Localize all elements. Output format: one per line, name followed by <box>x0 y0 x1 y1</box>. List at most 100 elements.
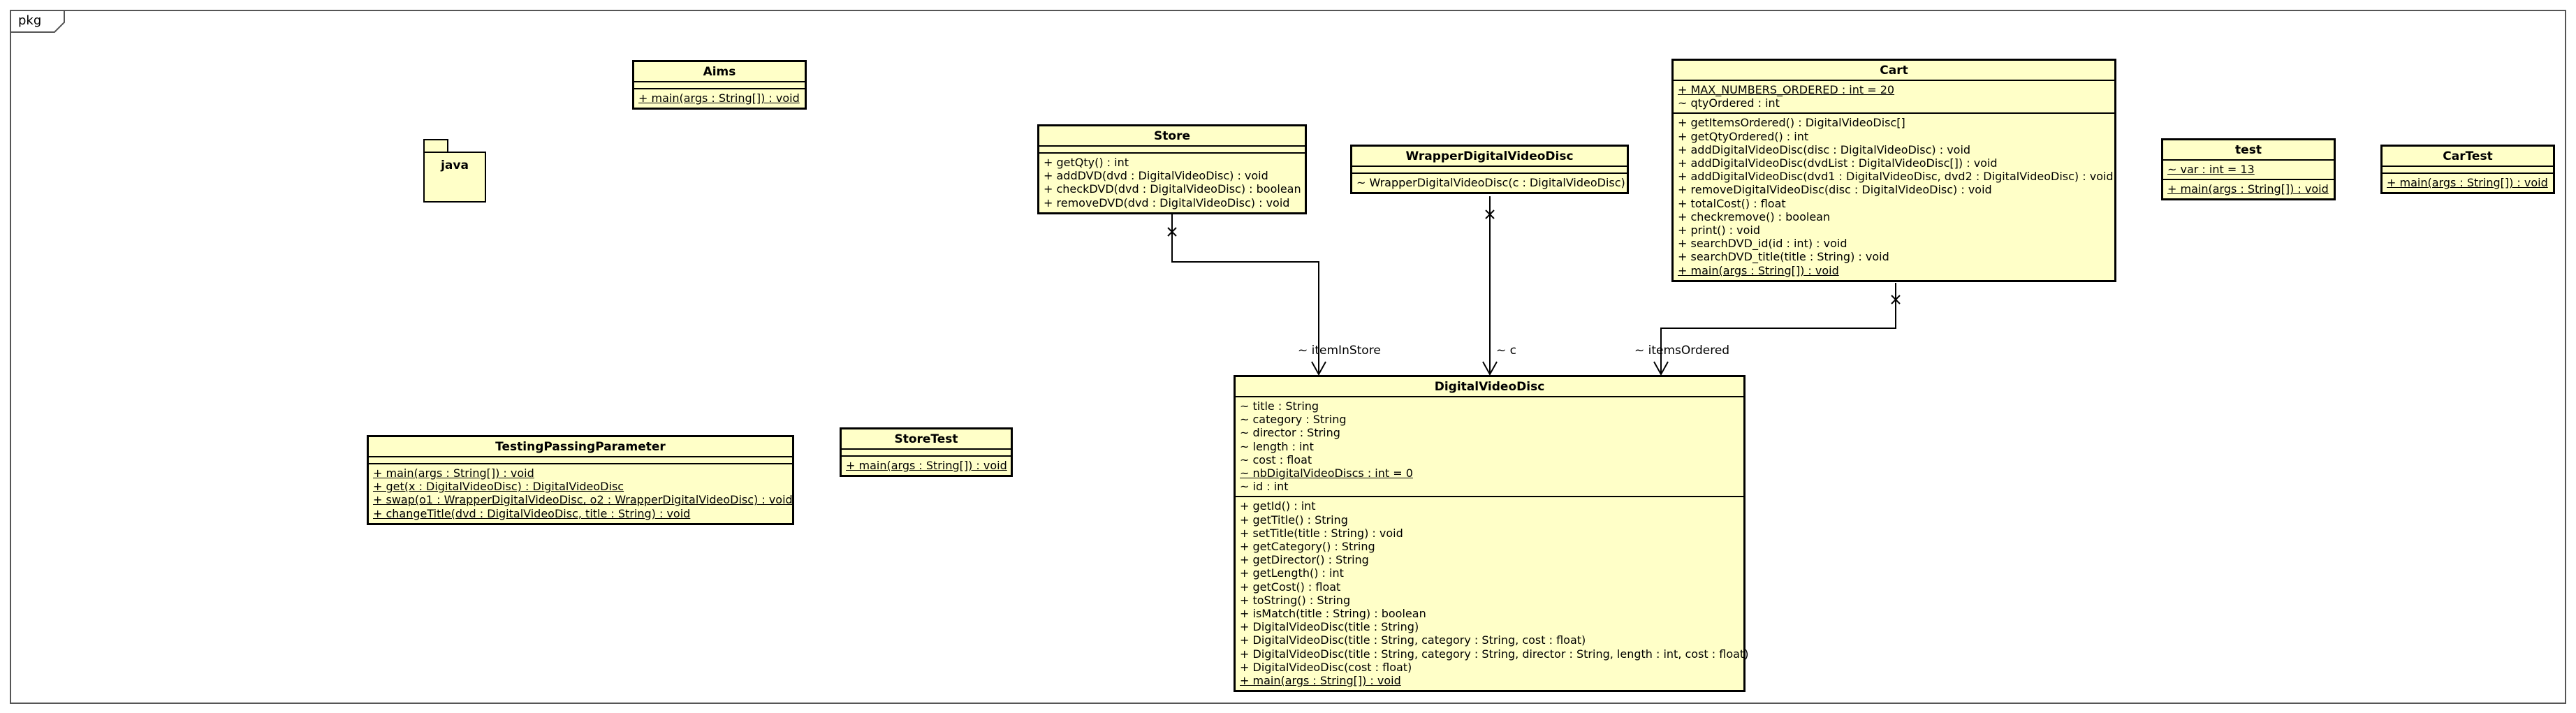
operation-row[interactable]: + main(args : String[]) : void <box>2387 176 2548 189</box>
operation-row[interactable]: + main(args : String[]) : void <box>373 466 534 480</box>
operations-compartment: + main(args : String[]) : void <box>842 457 1011 475</box>
operation-row[interactable]: + print() : void <box>1678 223 1760 237</box>
operation-row[interactable]: + DigitalVideoDisc(title : String, categ… <box>1240 633 1586 647</box>
class-store[interactable]: Store + getQty() : int+ addDVD(dvd : Digi… <box>1037 124 1307 214</box>
operation-row[interactable]: + main(args : String[]) : void <box>1678 263 1839 277</box>
class-name: Aims <box>634 62 805 82</box>
class-name: test <box>2163 140 2334 161</box>
operation-row[interactable]: + checkDVD(dvd : DigitalVideoDisc) : boo… <box>1044 182 1301 196</box>
operations-compartment: + getItemsOrdered() : DigitalVideoDisc[]… <box>1674 114 2114 279</box>
attributes-compartment <box>1039 147 1305 154</box>
cart-nonnav-x <box>1891 295 1901 304</box>
class-name: TestingPassingParameter <box>369 437 792 457</box>
package-java-label: java <box>441 159 469 172</box>
operations-compartment: + main(args : String[]) : void <box>2163 180 2334 198</box>
operation-row[interactable]: + main(args : String[]) : void <box>638 91 800 105</box>
operation-row[interactable]: + getItemsOrdered() : DigitalVideoDisc[] <box>1678 116 1905 130</box>
operation-row[interactable]: + addDigitalVideoDisc(dvd1 : DigitalVide… <box>1678 170 2114 184</box>
operations-compartment: + main(args : String[]) : void <box>2383 174 2553 192</box>
operation-row[interactable]: + checkremove() : boolean <box>1678 210 1831 223</box>
frame-tab-shape <box>10 10 65 33</box>
operation-row[interactable]: + get(x : DigitalVideoDisc) : DigitalVid… <box>373 480 624 494</box>
operation-row[interactable]: + removeDigitalVideoDisc(disc : DigitalV… <box>1678 183 1992 197</box>
class-cart[interactable]: Cart+ MAX_NUMBERS_ORDERED : int = 20~ qt… <box>1671 59 2116 282</box>
class-test[interactable]: test ~ var : int = 13 + main(args : String… <box>2161 138 2336 201</box>
assoc-store-dvd-line <box>1171 214 1319 374</box>
attribute-row[interactable]: ~ qtyOrdered : int <box>1678 96 1780 110</box>
operation-row[interactable]: + getLength() : int <box>1240 566 1344 580</box>
operation-row[interactable]: + getTitle() : String <box>1240 513 1348 527</box>
package-tab <box>423 139 448 153</box>
role-c: ~ c <box>1496 344 1516 358</box>
operation-row[interactable]: + getQty() : int <box>1044 156 1129 169</box>
operation-row[interactable]: + addDigitalVideoDisc(disc : DigitalVide… <box>1678 142 1971 156</box>
assoc-cart-dvd-line <box>1660 283 1896 374</box>
class-testing-passing-parameter[interactable]: TestingPassingParameter + main(args : Str… <box>367 435 794 525</box>
attribute-row[interactable]: ~ length : int <box>1240 439 1314 453</box>
operation-row[interactable]: + getQtyOrdered() : int <box>1678 129 1809 143</box>
class-wrapper-digital-video-disc[interactable]: WrapperDigitalVideoDisc ~ WrapperDigitalV… <box>1350 145 1629 195</box>
operation-row[interactable]: + changeTitle(dvd : DigitalVideoDisc, ti… <box>373 506 691 520</box>
attributes-compartment: + MAX_NUMBERS_ORDERED : int = 20~ qtyOrd… <box>1674 81 2114 115</box>
attributes-compartment <box>1352 167 1627 174</box>
operations-compartment: + getQty() : int+ addDVD(dvd : DigitalVi… <box>1039 154 1305 212</box>
class-car-test[interactable]: CarTest + main(args : String[]) : void <box>2380 145 2555 195</box>
attribute-row[interactable]: ~ cost : float <box>1240 453 1312 466</box>
operation-row[interactable]: + addDigitalVideoDisc(dvdList : DigitalV… <box>1678 156 1998 170</box>
operation-row[interactable]: ~ WrapperDigitalVideoDisc(c : DigitalVid… <box>1356 176 1625 189</box>
operation-row[interactable]: + DigitalVideoDisc(cost : float) <box>1240 660 1412 674</box>
operation-row[interactable]: + searchDVD_title(title : String) : void <box>1678 250 1889 264</box>
attribute-row[interactable]: ~ title : String <box>1240 399 1319 413</box>
operations-compartment: + getId() : int+ getTitle() : String+ se… <box>1236 497 1749 690</box>
attributes-compartment: ~ title : String~ category : String~ dir… <box>1236 397 1743 498</box>
attributes-compartment <box>634 82 805 89</box>
operation-row[interactable]: + totalCost() : float <box>1678 196 1786 210</box>
operation-row[interactable]: + swap(o1 : WrapperDigitalVideoDisc, o2 … <box>373 493 793 507</box>
operation-row[interactable]: + getCost() : float <box>1240 580 1341 594</box>
operation-row[interactable]: + getDirector() : String <box>1240 553 1369 567</box>
operation-row[interactable]: + toString() : String <box>1240 593 1351 607</box>
operations-compartment: ~ WrapperDigitalVideoDisc(c : DigitalVid… <box>1352 174 1627 192</box>
attribute-row[interactable]: ~ nbDigitalVideoDiscs : int = 0 <box>1240 466 1413 480</box>
role-item-in-store: ~ itemInStore <box>1298 344 1381 358</box>
attributes-compartment <box>2383 167 2553 174</box>
operation-row[interactable]: + main(args : String[]) : void <box>1240 674 1401 688</box>
attributes-compartment: ~ var : int = 13 <box>2163 161 2334 181</box>
class-name: WrapperDigitalVideoDisc <box>1352 147 1627 167</box>
attribute-row[interactable]: + MAX_NUMBERS_ORDERED : int = 20 <box>1678 83 1895 96</box>
operation-row[interactable]: + main(args : String[]) : void <box>846 459 1007 472</box>
operation-row[interactable]: + getCategory() : String <box>1240 540 1375 554</box>
assoc-wrapper-dvd-arrow <box>1482 361 1498 376</box>
operation-row[interactable]: + searchDVD_id(id : int) : void <box>1678 237 1847 251</box>
class-digital-video-disc[interactable]: DigitalVideoDisc~ title : String~ catego… <box>1234 375 1749 693</box>
attribute-row[interactable]: ~ var : int = 13 <box>2167 163 2255 176</box>
store-nonnav-x <box>1167 227 1177 237</box>
operation-row[interactable]: + addDVD(dvd : DigitalVideoDisc) : void <box>1044 169 1268 183</box>
class-aims[interactable]: Aims + main(args : String[]) : void <box>632 60 807 110</box>
assoc-cart-dvd-arrow <box>1653 361 1669 376</box>
assoc-store-dvd-arrow <box>1311 361 1326 376</box>
role-items-ordered: ~ itemsOrdered <box>1634 344 1730 358</box>
operation-row[interactable]: + main(args : String[]) : void <box>2167 182 2329 196</box>
operation-row[interactable]: + DigitalVideoDisc(title : String, categ… <box>1240 647 1749 661</box>
class-name: Cart <box>1674 61 2114 81</box>
frame-label: pkg <box>18 13 42 28</box>
package-frame <box>10 10 2566 704</box>
class-name: Store <box>1039 126 1305 147</box>
wrapper-nonnav-x <box>1485 210 1495 219</box>
operation-row[interactable]: + setTitle(title : String) : void <box>1240 526 1403 540</box>
operation-row[interactable]: + getId() : int <box>1240 499 1316 513</box>
attribute-row[interactable]: ~ director : String <box>1240 426 1340 440</box>
attribute-row[interactable]: ~ id : int <box>1240 480 1289 494</box>
class-name: StoreTest <box>842 429 1011 450</box>
class-store-test[interactable]: StoreTest + main(args : String[]) : void <box>840 427 1013 478</box>
operation-row[interactable]: + isMatch(title : String) : boolean <box>1240 607 1426 621</box>
operation-row[interactable]: + DigitalVideoDisc(title : String) <box>1240 620 1419 634</box>
operations-compartment: + main(args : String[]) : void+ get(x : … <box>369 464 793 523</box>
attribute-row[interactable]: ~ category : String <box>1240 413 1347 427</box>
class-name: CarTest <box>2383 147 2553 167</box>
operation-row[interactable]: + removeDVD(dvd : DigitalVideoDisc) : vo… <box>1044 196 1290 210</box>
class-name: DigitalVideoDisc <box>1236 377 1743 397</box>
package-java-body: java <box>423 152 486 203</box>
